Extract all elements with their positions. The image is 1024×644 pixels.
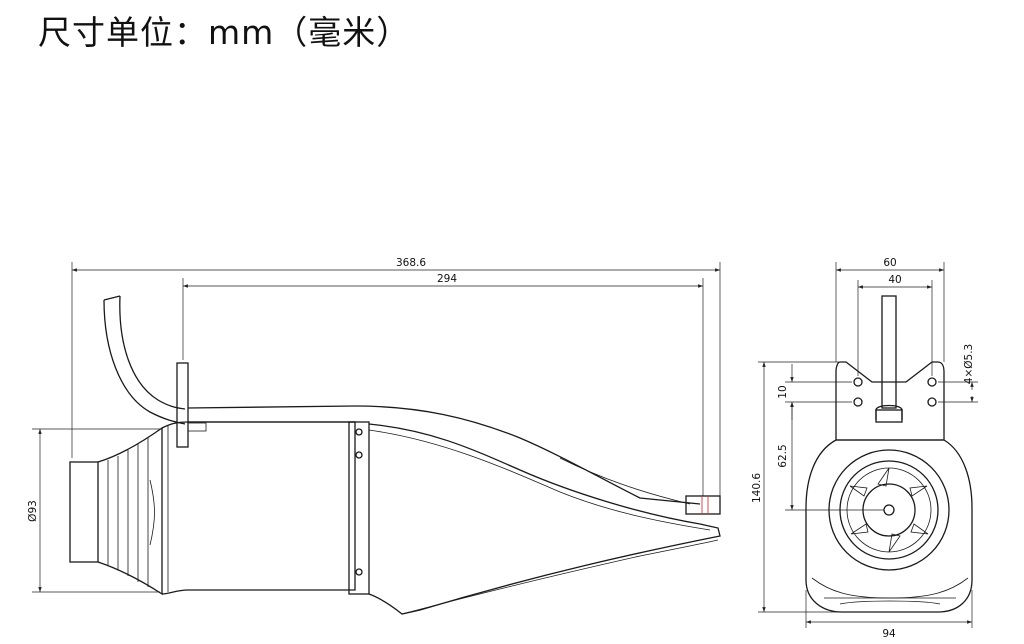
dim-overall-length-label: 368.6: [396, 257, 426, 269]
dim-holes-label: 4×Ø5.3: [963, 344, 975, 384]
tapered-nozzle: [368, 423, 721, 615]
dim-height-label: 140.6: [751, 473, 763, 503]
dim-diameter: Ø93: [27, 428, 160, 593]
dim-center-height-label: 62.5: [777, 444, 789, 467]
cable-hose: [103, 295, 186, 425]
body-band: [348, 421, 370, 595]
dim-plate-width-label: 60: [883, 257, 896, 269]
dim-center-height: 62.5: [777, 402, 884, 511]
dim-height: 140.6: [751, 361, 840, 613]
front-mounting-plate: [835, 361, 945, 441]
front-cable: [881, 295, 897, 409]
dim-diameter-label: Ø93: [27, 500, 39, 522]
flange-bracket: [187, 422, 207, 432]
dim-bottom-width: 94: [805, 590, 973, 640]
dim-hole-vertical: 10: [777, 364, 852, 420]
upper-tube: [187, 405, 701, 505]
front-view: 60 40 10 62.5 140.6: [751, 257, 978, 640]
mount-hole: [927, 397, 937, 407]
dim-body-length-label: 294: [437, 273, 457, 285]
mounting-flange: [176, 362, 189, 448]
intake-bell: [69, 426, 163, 596]
motor-body: [161, 421, 356, 595]
mount-hole: [853, 377, 863, 387]
impeller-blades: [849, 467, 929, 553]
impeller-center: [883, 504, 895, 516]
dim-hole-spacing: 40: [857, 274, 933, 376]
dim-holes: 4×Ø5.3: [938, 344, 978, 403]
units-title: 尺寸单位：mm（毫米）: [38, 13, 411, 52]
mount-hole: [927, 377, 937, 387]
dim-bottom-width-label: 94: [882, 628, 896, 640]
dim-hole-spacing-label: 40: [888, 274, 901, 286]
dim-overall-length: 368.6: [71, 257, 721, 496]
dim-hole-vertical-label: 10: [777, 385, 789, 398]
front-housing: [805, 439, 973, 613]
dim-body-length: 294: [182, 273, 704, 496]
dim-plate-width: 60: [835, 257, 945, 362]
mount-hole: [853, 397, 863, 407]
outlet-stub: [685, 495, 721, 515]
outlet-marker: [701, 496, 709, 514]
side-view: 368.6 294 Ø93: [27, 257, 721, 615]
